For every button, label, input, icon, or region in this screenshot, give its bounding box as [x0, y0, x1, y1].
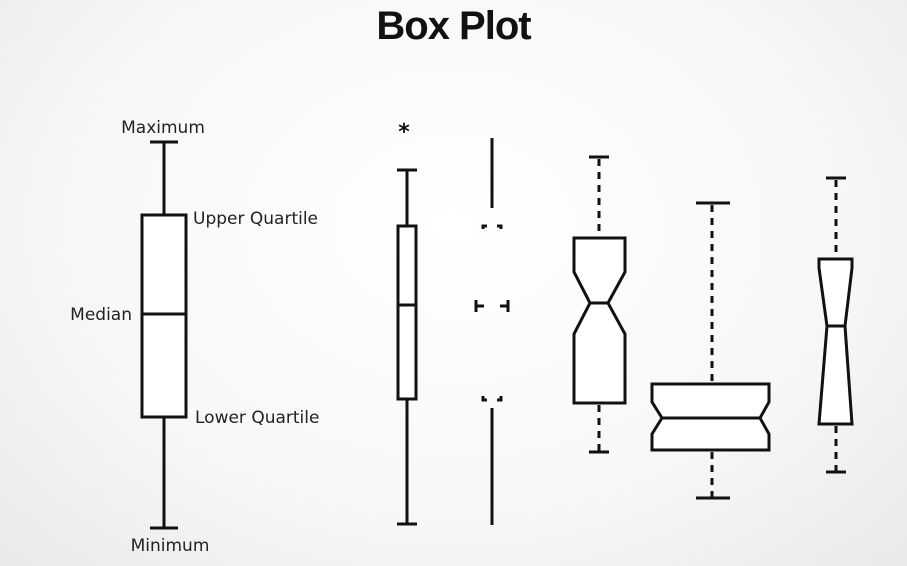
maximum-label: Maximum — [121, 118, 205, 138]
upper-quartile-label: Upper Quartile — [193, 209, 318, 229]
notched-box-plot-1 — [572, 155, 627, 454]
annotated-box-plot: Maximum Upper Quartile Median Lower Quar… — [70, 118, 319, 556]
minimum-label: Minimum — [131, 536, 210, 556]
notched-box-plot-2 — [650, 201, 771, 500]
box-plot-with-outlier: * — [396, 120, 418, 526]
quartile-box — [140, 213, 188, 419]
minimal-box-plot — [474, 138, 510, 525]
median-ticks — [474, 300, 510, 312]
upper-quartile-ticks — [481, 224, 503, 229]
notched-box-plot-3 — [817, 176, 854, 474]
lower-quartile-label: Lower Quartile — [195, 408, 319, 428]
page-title: Box Plot — [376, 4, 531, 48]
quartile-box — [396, 224, 418, 401]
outlier-marker: * — [398, 120, 410, 145]
notched-box — [817, 257, 854, 426]
notched-box — [572, 236, 627, 405]
median-label: Median — [70, 305, 132, 325]
lower-quartile-ticks — [481, 396, 503, 402]
